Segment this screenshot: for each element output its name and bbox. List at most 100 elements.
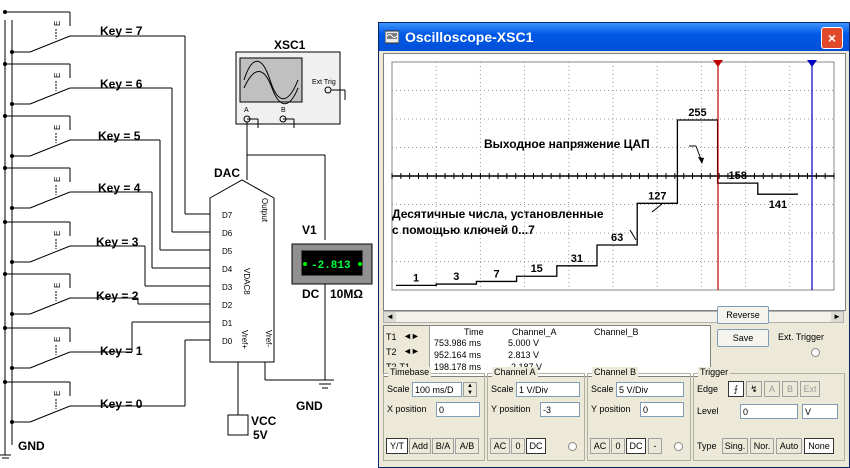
junction-dot xyxy=(10,154,14,158)
trigger-source-ext-button[interactable]: Ext xyxy=(800,381,820,397)
channel-a-ypos-field[interactable]: -3 xyxy=(540,402,580,417)
dac-output-annotation: Выходное напряжение ЦАП xyxy=(484,137,650,151)
channel-b-zero-button[interactable]: 0 xyxy=(611,438,625,454)
dac-vref-minus: Vref- xyxy=(264,330,273,347)
type-none-button[interactable]: None xyxy=(804,438,834,454)
key-label-6: Key = 6 xyxy=(100,77,143,91)
dac-type-label: VDAC8 xyxy=(242,268,251,295)
step-value-label: 127 xyxy=(648,190,666,202)
key-label-0: Key = 0 xyxy=(100,397,143,411)
mode-ba-button[interactable]: B/A xyxy=(432,438,454,454)
switch-letter: E xyxy=(53,231,62,236)
trigger-source-a-button[interactable]: A xyxy=(764,381,780,397)
close-button[interactable]: × xyxy=(821,27,843,49)
edge-label: Edge xyxy=(697,384,719,394)
channel-a-dc-button[interactable]: DC xyxy=(526,438,546,454)
level-label: Level xyxy=(697,406,719,416)
level-unit-field[interactable]: V xyxy=(802,404,838,419)
meter-mode: DC xyxy=(302,287,320,301)
step-value-label: 31 xyxy=(571,253,583,265)
switch-letter: E xyxy=(53,283,62,288)
junction-dot xyxy=(10,260,14,264)
dac-pin-d2: D2 xyxy=(222,301,233,310)
level-field[interactable]: 0 xyxy=(740,404,798,419)
meter-plus-indicator xyxy=(303,262,307,266)
keys-annotation: с помощью ключей 0...7 xyxy=(392,223,535,237)
step-value-label: 7 xyxy=(493,268,499,280)
channel-a-scale-field[interactable]: 1 V/Div xyxy=(516,382,580,397)
mode-add-button[interactable]: Add xyxy=(409,438,431,454)
scroll-right-arrow-icon[interactable]: ► xyxy=(831,312,843,322)
trigger-group: Trigger Edge ⨍ ↯ A B Ext Level 0 V Type … xyxy=(693,367,845,461)
x-position-field[interactable]: 0 xyxy=(436,402,480,417)
channel-a-scale-label: Scale xyxy=(491,384,514,394)
timebase-scale-spinner-icon[interactable]: ▲▼ xyxy=(463,382,477,397)
dac-pin-d5: D5 xyxy=(222,247,233,256)
cursor-t2-handle-icon[interactable] xyxy=(807,60,817,67)
save-button[interactable]: Save xyxy=(717,329,769,347)
dac-output-label: Output xyxy=(260,198,269,223)
trigger-title: Trigger xyxy=(698,367,731,377)
mode-ab-button[interactable]: A/B xyxy=(455,438,479,454)
trigger-source-b-button[interactable]: B xyxy=(782,381,798,397)
dac-pin-d0: D0 xyxy=(222,337,233,346)
decimal-numbers-annotation: Десятичные числа, установленные xyxy=(392,207,604,221)
type-auto-button[interactable]: Auto xyxy=(776,438,802,454)
falling-edge-icon[interactable]: ↯ xyxy=(746,381,762,397)
junction-dot xyxy=(3,220,7,224)
mode-yt-button[interactable]: Y/T xyxy=(386,438,408,454)
horizontal-scrollbar[interactable]: ◄ ► xyxy=(383,311,844,323)
channel-a-ac-button[interactable]: AC xyxy=(490,438,510,454)
channel-a-radio[interactable] xyxy=(568,442,577,451)
dac-pin-d4: D4 xyxy=(222,265,233,274)
key-label-3: Key = 3 xyxy=(96,235,139,249)
ext-trigger-radio[interactable] xyxy=(811,348,820,357)
rising-edge-icon[interactable]: ⨍ xyxy=(728,381,744,397)
vcc-label: VCC xyxy=(251,414,277,428)
probe-b-label: B xyxy=(281,107,286,114)
channel-b-ypos-field[interactable]: 0 xyxy=(640,402,684,417)
reverse-button[interactable]: Reverse xyxy=(717,306,769,324)
oscilloscope-app-icon xyxy=(385,30,399,44)
t1-arrows-icon[interactable]: ◄► xyxy=(403,331,420,341)
channel-a-zero-button[interactable]: 0 xyxy=(511,438,525,454)
channel-b-radio[interactable] xyxy=(674,442,683,451)
vcc-value: 5V xyxy=(253,428,268,442)
scroll-left-arrow-icon[interactable]: ◄ xyxy=(384,312,396,322)
t2-arrows-icon[interactable]: ◄► xyxy=(403,346,420,356)
timebase-scale-label: Scale xyxy=(387,384,410,394)
timebase-scale-field[interactable]: 100 ms/D xyxy=(412,382,462,397)
channel-b-ac-button[interactable]: AC xyxy=(590,438,610,454)
timebase-group: Timebase Scale 100 ms/D ▲▼ X position 0 … xyxy=(383,367,485,461)
key-label-1: Key = 1 xyxy=(100,344,143,358)
step-value-label: 158 xyxy=(729,170,747,182)
dac-pin-d7: D7 xyxy=(222,211,233,220)
cursor-t1-handle-icon[interactable] xyxy=(713,60,723,67)
type-single-button[interactable]: Sing. xyxy=(722,438,748,454)
channel-b-dc-button[interactable]: DC xyxy=(626,438,646,454)
timebase-title: Timebase xyxy=(388,367,432,377)
t1-time: 753.986 ms xyxy=(434,338,482,348)
channel-b-group: Channel B Scale 5 V/Div Y position 0 AC … xyxy=(587,367,691,461)
header-time: Time xyxy=(464,327,484,337)
step-value-label: 15 xyxy=(531,263,543,275)
type-normal-button[interactable]: Nor. xyxy=(750,438,774,454)
key-label-2: Key = 2 xyxy=(96,289,139,303)
t2-time: 952.164 ms xyxy=(434,350,482,360)
junction-dot xyxy=(10,50,14,54)
meter-resistance: 10MΩ xyxy=(330,287,363,301)
dac-pin-d3: D3 xyxy=(222,283,233,292)
channel-b-minus-button[interactable]: - xyxy=(648,438,662,454)
step-value-label: 141 xyxy=(769,199,787,211)
channel-b-scale-field[interactable]: 5 V/Div xyxy=(616,382,684,397)
delta-time: 198.178 ms xyxy=(434,362,482,372)
step-value-label: 3 xyxy=(453,271,459,283)
v1-label: V1 xyxy=(302,223,317,237)
title-bar[interactable]: Oscilloscope-XSC1 × xyxy=(379,23,849,51)
header-channel-a: Channel_A xyxy=(512,327,557,337)
channel-b-scale-label: Scale xyxy=(591,384,614,394)
key-label-5: Key = 5 xyxy=(98,129,141,143)
ext-trig-label: Ext Trig xyxy=(312,79,336,86)
